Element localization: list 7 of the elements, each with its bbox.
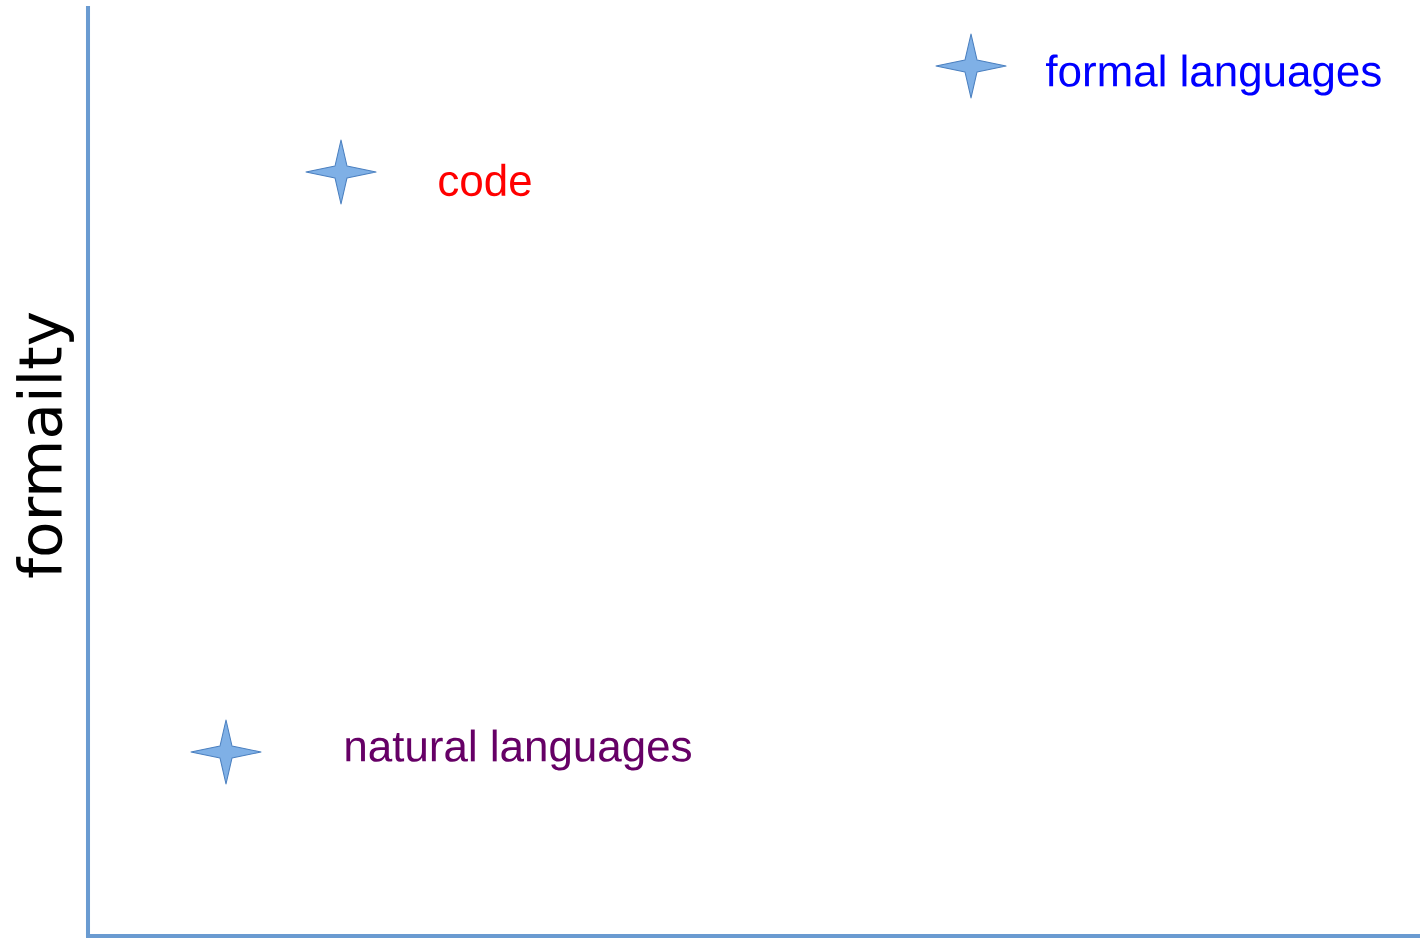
star-marker xyxy=(305,139,377,205)
point-label: code xyxy=(439,163,531,197)
star-marker xyxy=(935,33,1007,99)
point-label: formal languages xyxy=(1046,54,1381,96)
star-marker xyxy=(190,719,262,785)
axis-label: formailty xyxy=(16,312,74,578)
point-label: natural languages xyxy=(346,729,691,771)
